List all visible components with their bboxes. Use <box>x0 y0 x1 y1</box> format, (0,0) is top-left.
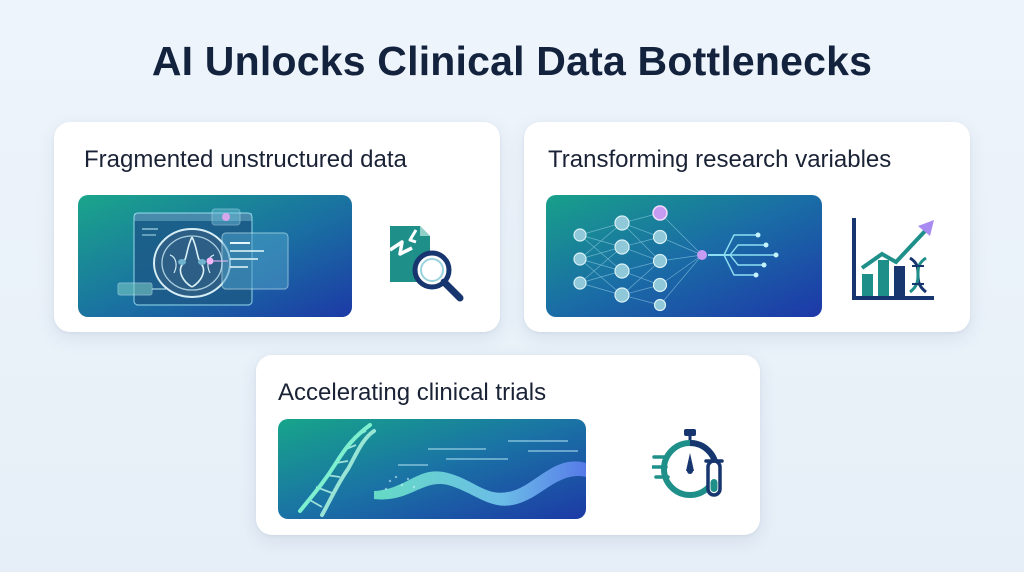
page-title: AI Unlocks Clinical Data Bottlenecks <box>151 38 873 84</box>
stopwatch-test-tube-icon <box>652 427 728 503</box>
card-fragmented-data: Fragmented unstructured data <box>54 122 500 332</box>
card-title: Transforming research variables <box>548 146 892 173</box>
card-title: Fragmented unstructured data <box>84 146 407 173</box>
bar-chart-dna-trend-icon <box>846 214 942 304</box>
brain-scan-illustration <box>78 195 352 317</box>
card-title: Accelerating clinical trials <box>278 379 547 406</box>
dna-wave-illustration <box>278 419 586 519</box>
card-research-variables: Transforming research variables <box>524 122 970 332</box>
neural-network-illustration <box>546 195 822 317</box>
broken-document-magnifier-icon <box>386 220 472 306</box>
card-clinical-trials: Accelerating clinical trials <box>256 355 760 535</box>
